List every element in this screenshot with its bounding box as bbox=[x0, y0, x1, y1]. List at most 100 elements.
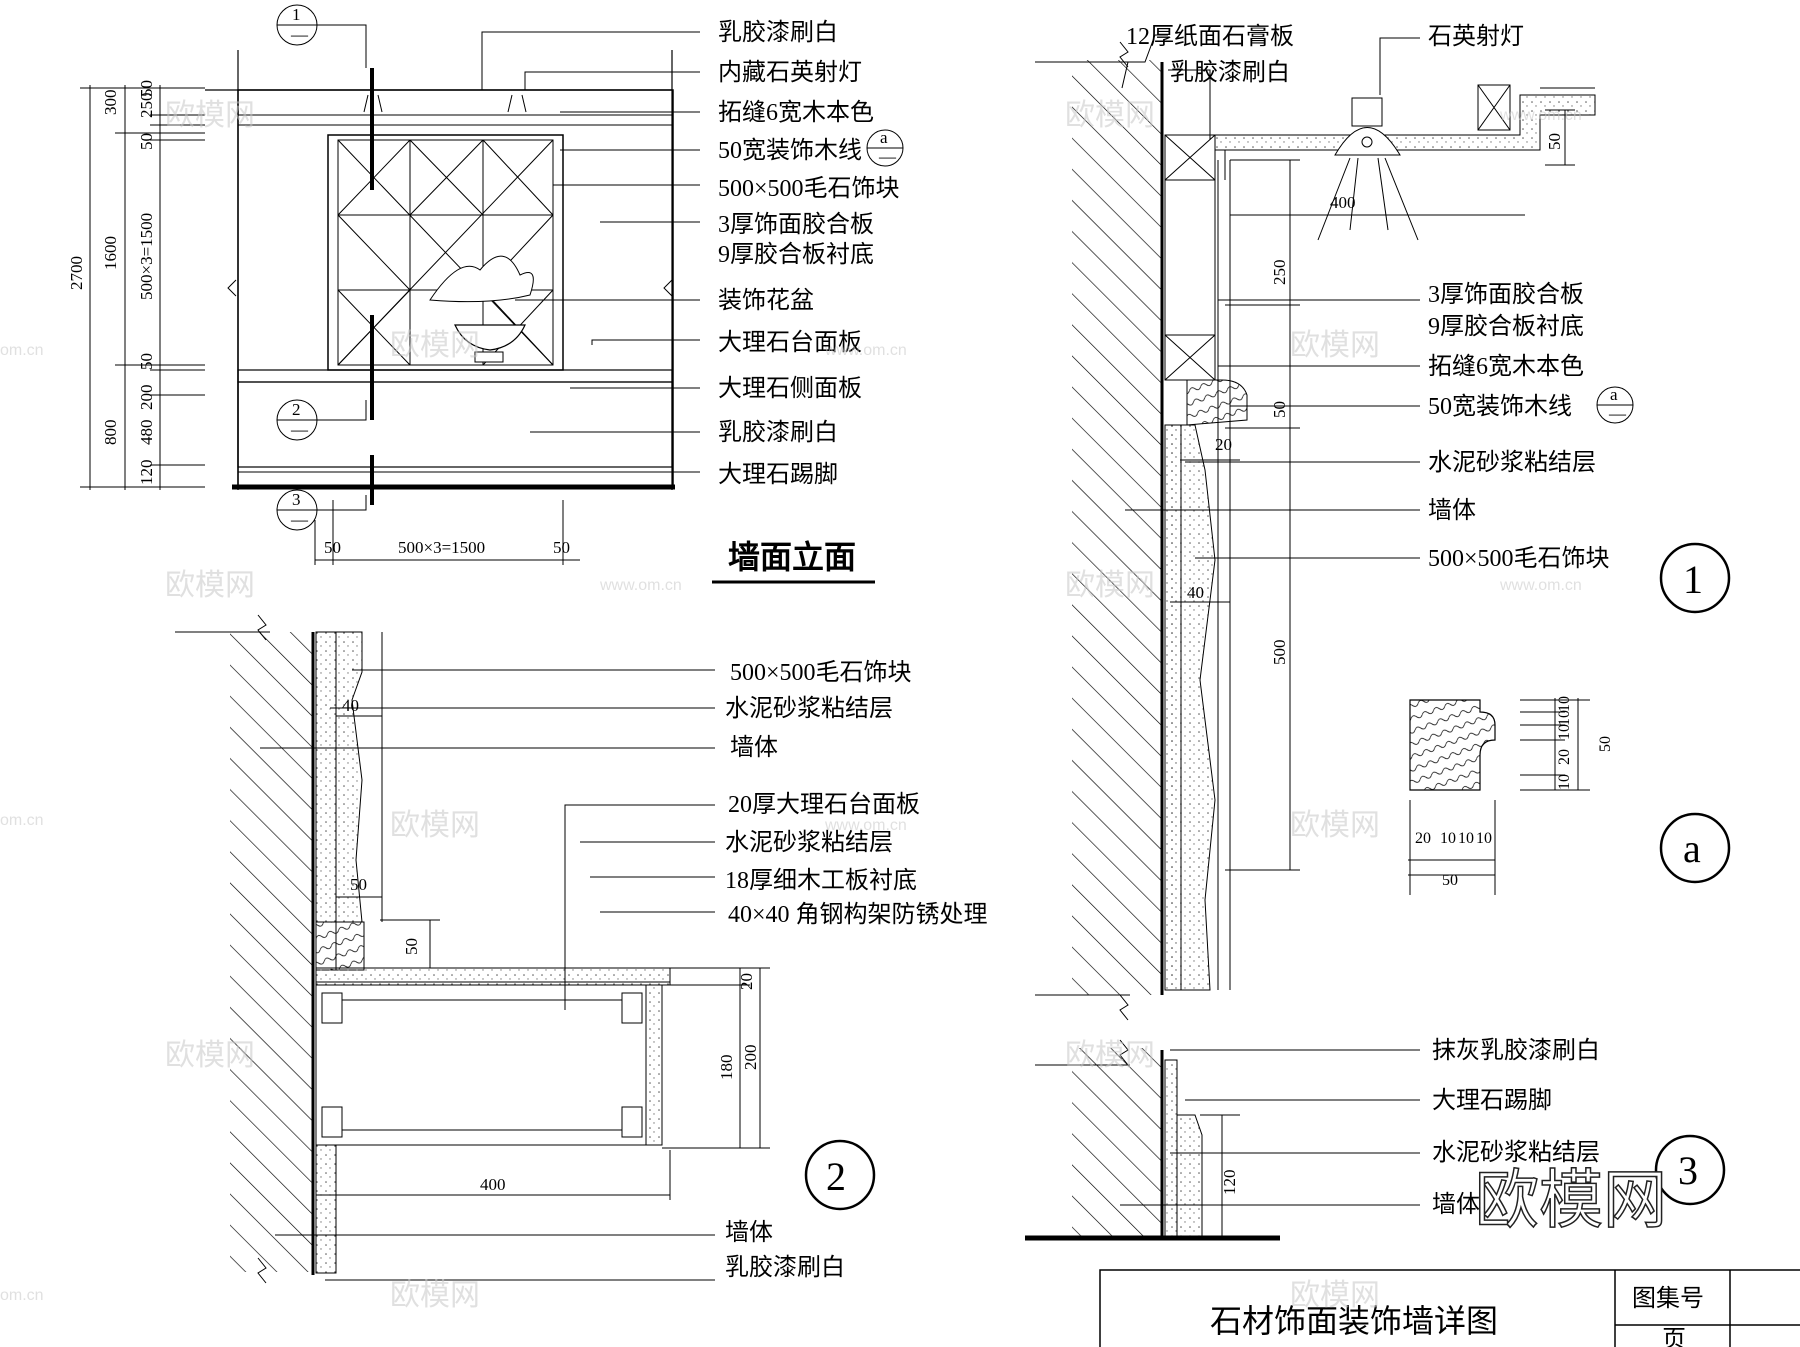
label: 乳胶漆刷白 bbox=[718, 419, 838, 446]
label: 乳胶漆刷白 bbox=[1170, 59, 1290, 86]
dim-10: 10 bbox=[1458, 830, 1474, 847]
label: 水泥砂浆粘结层 bbox=[1428, 449, 1596, 476]
watermark-logo: 欧模网 bbox=[1475, 1164, 1667, 1236]
svg-text:a: a bbox=[880, 128, 888, 147]
dim-120: 120 bbox=[137, 460, 156, 486]
svg-text:www.om.cn: www.om.cn bbox=[599, 577, 682, 594]
dim-20: 20 bbox=[1415, 830, 1431, 847]
section-3-view: 120 抹灰乳胶漆刷白 大理石踢脚 水泥砂浆粘结层 墙体 3 bbox=[1025, 1037, 1726, 1241]
dim-1600: 1600 bbox=[101, 236, 120, 270]
label: 墙体 bbox=[1428, 497, 1476, 524]
label: 石英射灯 bbox=[1428, 23, 1524, 50]
label: 乳胶漆刷白 bbox=[725, 1254, 845, 1281]
svg-text:—: — bbox=[290, 510, 309, 529]
svg-text:www.om.cn: www.om.cn bbox=[824, 817, 907, 834]
dim-10: 10 bbox=[1556, 696, 1573, 712]
watermark: 欧模网 欧模网 欧模网 欧模网 欧模网 欧模网 欧模网 欧模网 欧模网 欧模网 … bbox=[0, 99, 1582, 1312]
dim-200: 200 bbox=[741, 1045, 760, 1071]
section-callout-2[interactable]: 2 — bbox=[276, 399, 367, 441]
svg-text:3: 3 bbox=[1678, 1148, 1698, 1193]
dim-250: 250 bbox=[137, 93, 156, 119]
svg-text:2: 2 bbox=[826, 1154, 846, 1199]
section-number-2: 2 bbox=[804, 1139, 876, 1211]
flower-pot-icon bbox=[429, 255, 534, 363]
section-callout-3[interactable]: 3 — bbox=[276, 489, 367, 531]
dim-1500: 500×3=1500 bbox=[137, 213, 156, 300]
dim-120: 120 bbox=[1220, 1170, 1239, 1196]
label: 水泥砂浆粘结层 bbox=[1432, 1139, 1600, 1166]
elevation-title: 墙面立面 bbox=[728, 539, 856, 575]
label: 墙体 bbox=[725, 1219, 773, 1246]
dim-20: 20 bbox=[1556, 749, 1573, 765]
section-callout-1[interactable]: 1 — bbox=[276, 4, 367, 68]
svg-text:欧模网: 欧模网 bbox=[1065, 1039, 1155, 1072]
svg-text:欧模网: 欧模网 bbox=[390, 329, 480, 362]
label: 水泥砂浆粘结层 bbox=[725, 695, 893, 722]
svg-text:欧模网: 欧模网 bbox=[165, 99, 255, 132]
dim-50: 50 bbox=[350, 875, 367, 894]
dim-300: 300 bbox=[101, 90, 120, 116]
dim-50: 50 bbox=[553, 538, 570, 557]
dim-20: 20 bbox=[1215, 435, 1232, 454]
section-1-view: 50 400 250 50 20 40 500 12厚纸面石膏板 乳胶漆刷白 石… bbox=[1035, 23, 1731, 1021]
dim-400: 400 bbox=[480, 1175, 506, 1194]
label: 内藏石英射灯 bbox=[718, 59, 862, 86]
section-number-3: 3 bbox=[1654, 1134, 1726, 1206]
section-2-view: 40 50 50 20 180 200 400 500×500毛石饰块 水泥砂浆… bbox=[175, 614, 988, 1284]
section-number-1: 1 bbox=[1659, 542, 1731, 614]
spotlight-icon bbox=[1317, 97, 1419, 241]
elevation-view: 2700 300 1600 800 50 250 50 500×3=1500 5… bbox=[67, 4, 904, 584]
title-block: 石材饰面装饰墙详图 图集号 页 bbox=[1099, 1269, 1800, 1347]
svg-text:欧模网: 欧模网 bbox=[1290, 809, 1380, 842]
svg-text:www.om.cn: www.om.cn bbox=[824, 342, 907, 359]
dim-1500: 500×3=1500 bbox=[398, 538, 485, 557]
dim-50: 50 bbox=[1545, 133, 1564, 150]
label: 乳胶漆刷白 bbox=[718, 19, 838, 46]
svg-text:1: 1 bbox=[292, 5, 301, 24]
label: 500×500毛石饰块 bbox=[1428, 545, 1610, 572]
label: 水泥砂浆粘结层 bbox=[725, 829, 893, 856]
dim-50: 50 bbox=[1597, 736, 1614, 752]
svg-text:a: a bbox=[1610, 385, 1618, 404]
atlas-number-label: 图集号 bbox=[1632, 1285, 1704, 1312]
label: 500×500毛石饰块 bbox=[718, 175, 900, 202]
label: 墙体 bbox=[730, 734, 778, 761]
detail-tag-a[interactable]: a — bbox=[1596, 385, 1634, 424]
detail-tag-a[interactable]: a — bbox=[866, 128, 904, 167]
svg-text:欧模网: 欧模网 bbox=[165, 569, 255, 602]
dim-500: 500 bbox=[1270, 640, 1289, 666]
dim-400: 400 bbox=[1330, 193, 1356, 212]
svg-text:www.om.cn: www.om.cn bbox=[1499, 107, 1582, 124]
page-label: 页 bbox=[1662, 1327, 1686, 1347]
label: 拓缝6宽木本色 bbox=[1428, 353, 1584, 380]
dim-480: 480 bbox=[137, 420, 156, 446]
svg-text:om.cn: om.cn bbox=[0, 812, 44, 829]
label: 9厚胶合板衬底 bbox=[1428, 313, 1584, 340]
label: 拓缝6宽木本色 bbox=[718, 99, 874, 126]
svg-text:—: — bbox=[290, 420, 309, 439]
label: 18厚细木工板衬底 bbox=[725, 867, 917, 894]
label: 20厚大理石台面板 bbox=[728, 791, 920, 818]
svg-text:om.cn: om.cn bbox=[0, 342, 44, 359]
label: 大理石台面板 bbox=[718, 329, 862, 356]
drawing-title: 石材饰面装饰墙详图 bbox=[1210, 1303, 1498, 1339]
label: 9厚胶合板衬底 bbox=[718, 241, 874, 268]
svg-text:欧模网: 欧模网 bbox=[1290, 329, 1380, 362]
label: 大理石踢脚 bbox=[718, 461, 838, 488]
label: 大理石侧面板 bbox=[718, 375, 862, 402]
label: 大理石踢脚 bbox=[1432, 1087, 1552, 1114]
label: 3厚饰面胶合板 bbox=[1428, 281, 1584, 308]
svg-text:1: 1 bbox=[1683, 557, 1703, 602]
label: 抹灰乳胶漆刷白 bbox=[1432, 1037, 1600, 1064]
dim-200: 200 bbox=[137, 385, 156, 411]
dim-10: 10 bbox=[1556, 724, 1573, 740]
svg-text:欧模网: 欧模网 bbox=[390, 809, 480, 842]
detail-number-a: a bbox=[1659, 812, 1731, 884]
dim-40: 40 bbox=[1187, 583, 1204, 602]
dim-10: 10 bbox=[1440, 830, 1456, 847]
dim-50: 50 bbox=[1442, 872, 1458, 889]
label: 50宽装饰木线 bbox=[1428, 393, 1572, 420]
label: 500×500毛石饰块 bbox=[730, 659, 912, 686]
